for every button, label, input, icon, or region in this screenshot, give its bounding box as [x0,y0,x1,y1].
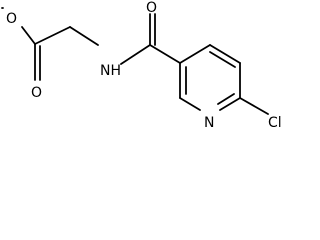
chemical-structure-diagram: O O NH O N Cl [1,0,282,131]
atom-label-amide-oxygen: O [146,0,157,16]
bond-nh-amide-carbon [120,44,151,65]
ring-bond-c3-c4 [179,44,211,64]
ring-bond-c4-c5 [209,44,241,64]
atom-label-amine-nitrogen: NH [100,63,121,79]
bond-ring-cl [239,97,269,115]
ring-bond-c6-n [219,97,241,111]
atom-label-ester-carbonyl-oxygen: O [31,85,42,101]
atom-label-ring-nitrogen: N [204,115,214,131]
atom-label-ester-oxygen: O [6,11,17,27]
bond-ester-carbon-ch2 [34,26,71,45]
ring-bond-n-c2 [179,97,201,111]
bond-ch2-nh [69,26,99,46]
ring-bond-c4-c5-inner [209,51,236,68]
bond-o-ester-carbon [21,26,36,45]
bond-amide-carbon-ring [149,44,181,64]
atom-label-chlorine: Cl [268,115,282,131]
ring-bond-c6-n-inner [217,93,235,105]
